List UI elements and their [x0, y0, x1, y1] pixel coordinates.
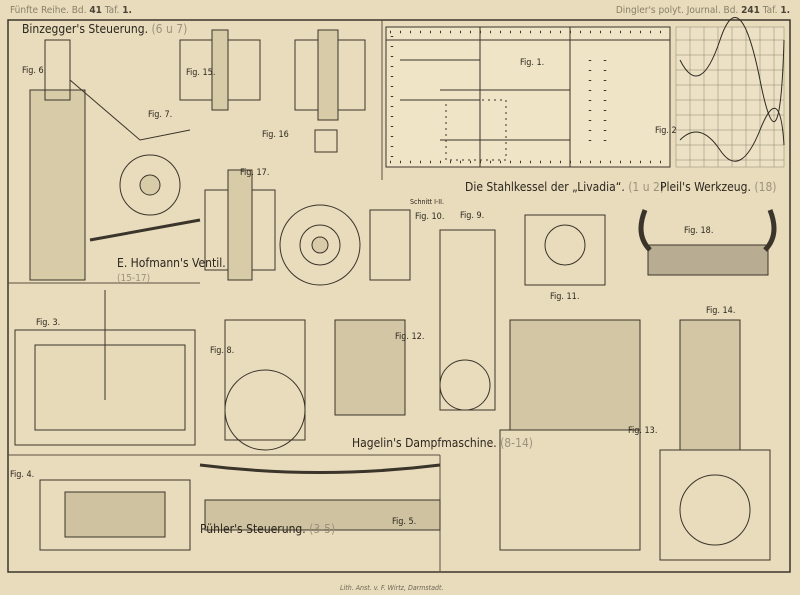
plate-header-left: Fünfte Reihe. Bd. 41 Taf. 1. — [10, 5, 132, 16]
fig-11-label: Fig. 11. — [550, 292, 580, 302]
fig-15-label: Fig. 15. — [186, 68, 216, 78]
fig-8-label: Fig. 8. — [210, 346, 235, 356]
fig-12-label: Fig. 12. — [395, 332, 425, 342]
hagelin-engine-figs8-14 — [224, 209, 771, 561]
fig-6-label: Fig. 6. — [22, 66, 47, 76]
plate-frame — [7, 19, 791, 573]
fig-18-label: Fig. 18. — [684, 226, 714, 236]
binzegger-drawing-fig6 — [29, 39, 201, 281]
boiler-drawing-fig1 — [385, 26, 671, 168]
plate-header-right: Dingler's polyt. Journal. Bd. 241 Taf. 1… — [615, 5, 790, 16]
fig-7-label: Fig. 7. — [148, 110, 173, 120]
fig-17-label: Fig. 17. — [240, 168, 270, 178]
pleil-tool-fig18 — [638, 209, 777, 276]
fig-5-label: Fig. 5. — [392, 517, 417, 527]
hofmann-valve-figs15-17 — [179, 29, 366, 286]
fig-4-label: Fig. 4. — [10, 470, 35, 480]
fig-13-label: Fig. 13. — [628, 426, 658, 436]
lithographer-credit: Lith. Anst. v. F. Wirtz, Darmstadt. — [340, 584, 444, 592]
fig-2-label: Fig. 2 — [655, 126, 677, 136]
fig-9-label: Fig. 9. — [460, 211, 485, 221]
title-hagelin: Hagelin's Dampfmaschine. (8-14) — [352, 436, 534, 450]
puhler-drawings-figs3-5 — [14, 290, 441, 551]
title-livadia: Die Stahlkessel der „Livadia“. (1 u 2) — [465, 180, 665, 194]
title-hofmann: E. Hofmann's Ventil.(15-17) — [117, 256, 226, 284]
title-puhler: Pühler's Steuerung. (3-5) — [200, 522, 336, 536]
title-binzegger: Binzegger's Steuerung. (6 u 7) — [22, 22, 188, 36]
schnitt-label: Schnitt I-II. — [410, 198, 444, 206]
fig-1-label: Fig. 1. — [520, 58, 545, 68]
title-pleil: Pleil's Werkzeug. (18) — [660, 180, 777, 194]
analysis-chart-fig2 — [675, 17, 785, 168]
fig-10-label: Fig. 10. — [415, 212, 445, 222]
fig-14-label: Fig. 14. — [706, 306, 736, 316]
fig-3-label: Fig. 3. — [36, 318, 61, 328]
fig-16-label: Fig. 16 — [262, 130, 289, 140]
